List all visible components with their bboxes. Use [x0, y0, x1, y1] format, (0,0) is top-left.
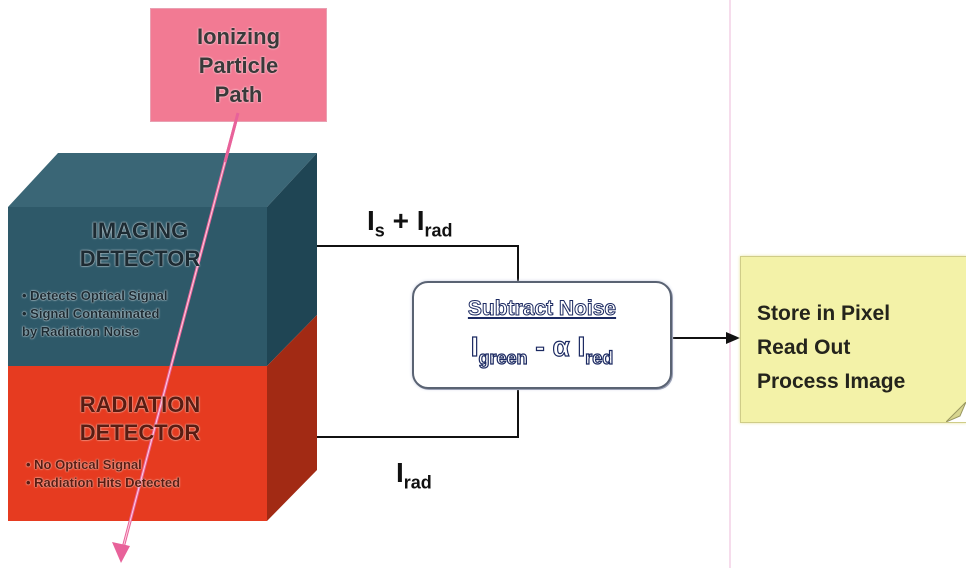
store-line: Process Image	[757, 370, 906, 393]
imaging-front-face	[8, 207, 267, 366]
radiation-title-line2: DETECTOR	[79, 420, 201, 445]
store-process-box: Store in Pixel Read Out Process Image	[740, 256, 966, 423]
imaging-detector-label: IMAGING DETECTOR	[20, 217, 260, 273]
subtract-noise-equation: Igreen - α Ired	[414, 330, 670, 369]
imaging-bullet: by Radiation Noise	[22, 324, 140, 339]
particle-box-line: Ionizing	[196, 23, 281, 49]
radiation-title-line1: RADIATION	[79, 392, 201, 417]
imaging-bullet: • Signal Contaminated	[22, 306, 160, 321]
folded-corner-icon	[946, 402, 966, 422]
store-line: Store in Pixel	[757, 302, 891, 325]
particle-path-highlight	[122, 112, 239, 549]
particle-box-line: Particle	[198, 52, 279, 78]
signal-symbol: I	[396, 457, 404, 488]
ionizing-particle-box: Ionizing Particle Path	[150, 8, 327, 122]
plus-operator: +	[384, 205, 417, 236]
particle-box-line: Path	[214, 81, 263, 107]
store-line: Read Out	[757, 336, 851, 359]
top-connector-line	[317, 245, 519, 281]
radiation-bullet: • No Optical Signal	[26, 457, 142, 472]
radiation-detector-label: RADIATION DETECTOR	[20, 391, 260, 447]
imaging-title-line2: DETECTOR	[79, 246, 201, 271]
signal-subscript: rad	[403, 472, 432, 493]
bottom-connector-line	[317, 385, 519, 438]
output-arrowhead	[726, 332, 740, 344]
imaging-side-face	[267, 153, 317, 366]
equation-symbol: I	[470, 330, 479, 362]
subtract-noise-title: Subtract Noise	[467, 297, 617, 321]
imaging-detector-bullets: • Detects Optical Signal • Signal Contam…	[22, 287, 267, 341]
particle-path-arrowhead	[112, 542, 130, 563]
signal-symbol: I	[367, 205, 375, 236]
equation-symbol: I	[577, 330, 586, 362]
equation-operator: - α	[527, 330, 578, 362]
equation-subscript: red	[585, 347, 614, 368]
radiation-side-face	[267, 315, 317, 521]
top-signal-label: Is + Irad	[367, 205, 453, 242]
imaging-bullet: • Detects Optical Signal	[22, 288, 168, 303]
imaging-title-line1: IMAGING	[91, 218, 189, 243]
signal-symbol: I	[416, 205, 425, 236]
store-box-text: Store in Pixel Read Out Process Image	[757, 297, 905, 399]
equation-subscript: green	[478, 347, 528, 368]
radiation-bullet: • Radiation Hits Detected	[26, 475, 181, 490]
bottom-signal-label: Irad	[396, 457, 432, 494]
page-divider	[729, 0, 731, 568]
signal-subscript: s	[374, 220, 385, 241]
cube-top-face	[8, 153, 317, 207]
signal-subscript: rad	[424, 220, 453, 241]
subtract-noise-box: Subtract Noise Igreen - α Ired	[412, 281, 672, 389]
radiation-detector-bullets: • No Optical Signal • Radiation Hits Det…	[26, 456, 266, 492]
